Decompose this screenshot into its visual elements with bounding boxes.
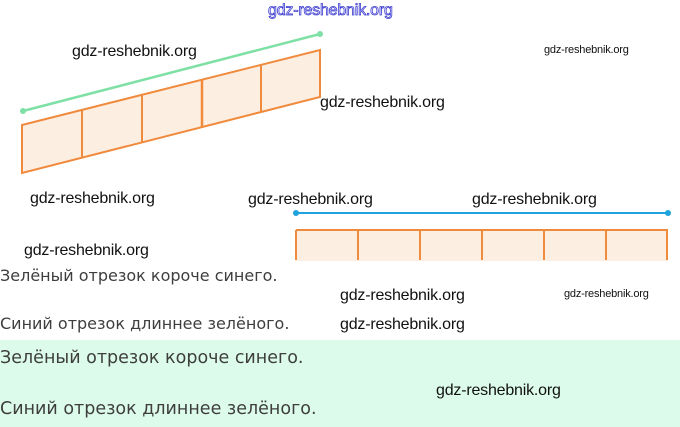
answer-blue-longer: Синий отрезок длиннее зелёного.: [0, 399, 317, 419]
watermark: gdz-reshebnik.org: [24, 242, 149, 259]
statement-blue-longer: Синий отрезок длиннее зелёного.: [0, 314, 290, 333]
watermark: gdz-reshebnik.org: [30, 190, 155, 207]
statement-green-shorter: Зелёный отрезок короче синего.: [0, 266, 278, 285]
watermark: gdz-reshebnik.org: [268, 2, 394, 20]
blue-endpoint: [293, 210, 299, 216]
watermark: gdz-reshebnik.org: [564, 288, 649, 300]
answer-highlight-band: [0, 340, 680, 427]
answer-green-shorter: Зелёный отрезок короче синего.: [0, 348, 304, 368]
watermark: gdz-reshebnik.org: [320, 94, 445, 111]
watermark: gdz-reshebnik.org: [72, 43, 197, 60]
blue-segment: [293, 210, 671, 216]
watermark: gdz-reshebnik.org: [544, 44, 629, 56]
green-segment: [20, 31, 323, 114]
green-endpoint: [20, 108, 26, 114]
watermark: gdz-reshebnik.org: [248, 191, 373, 208]
watermark: gdz-reshebnik.org: [340, 287, 465, 304]
slanted-strip: [21, 48, 321, 175]
straight-strip: [295, 229, 670, 271]
slanted-strip-body: [21, 48, 321, 175]
watermark: gdz-reshebnik.org: [340, 316, 465, 333]
green-endpoint: [317, 31, 323, 37]
watermark: gdz-reshebnik.org: [436, 382, 561, 399]
blue-endpoint: [665, 210, 671, 216]
watermark: gdz-reshebnik.org: [472, 191, 597, 208]
